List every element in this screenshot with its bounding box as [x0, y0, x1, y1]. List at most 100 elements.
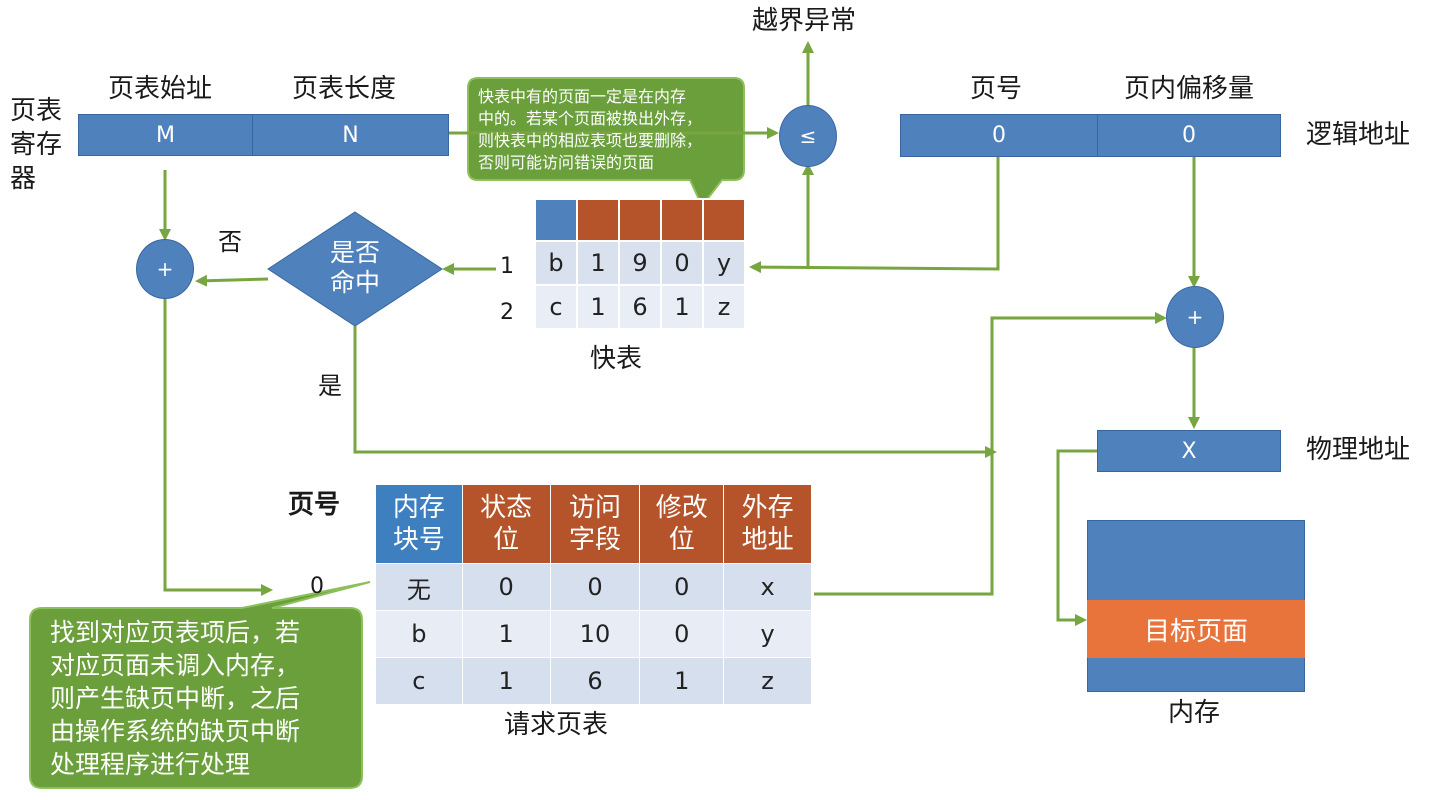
page-table-header-cell: 状态位 — [461, 484, 551, 564]
page-table-header-cell: 修改位 — [639, 484, 725, 564]
tlb-header-cell — [576, 198, 620, 242]
logical-offset-cell: 0 — [1097, 114, 1281, 157]
tlb-cell: 1 — [660, 284, 704, 330]
memory-label: 内存 — [1168, 698, 1221, 728]
fault-note-text: 找到对应页表项后，若 对应页面未调入内存， 则产生缺页中断，之后 由操作系统的缺… — [50, 616, 300, 781]
decision-no-label: 否 — [218, 228, 242, 256]
page-table-cell: 0 — [639, 563, 725, 611]
page-table-title: 请求页表 — [504, 710, 609, 740]
physical-address-cell: X — [1097, 430, 1281, 472]
page-table-cell: b — [375, 610, 463, 658]
page-table-cell: 10 — [549, 610, 641, 658]
register-label-line: 页表 — [10, 96, 63, 126]
out-of-bounds-label: 越界异常 — [752, 6, 857, 36]
page-table-cell: 0 — [639, 610, 725, 658]
page-table-start-label: 页表始址 — [108, 74, 213, 104]
tlb-cell: 1 — [576, 284, 620, 330]
page-table-cell: 1 — [461, 610, 551, 658]
register-label-line: 寄存 — [10, 130, 63, 160]
tlb-row-index: 2 — [500, 300, 514, 325]
compare-node: ≤ — [779, 105, 837, 167]
register-label-line: 器 — [10, 164, 37, 194]
header-line: 字段 — [568, 525, 621, 555]
page-table-cell: 0 — [549, 563, 641, 611]
tlb-title: 快表 — [590, 344, 643, 374]
tlb-cell: c — [534, 284, 578, 330]
fault-note-line: 处理程序进行处理 — [50, 750, 251, 779]
target-page: 目标页面 — [1087, 600, 1305, 658]
header-line: 块号 — [392, 525, 445, 555]
plus-node-right: + — [1166, 286, 1224, 348]
fault-note-bubble — [29, 581, 371, 789]
tlb-note-bubble — [467, 77, 745, 208]
tlb-row: c 1 6 1 z — [534, 284, 746, 330]
register-label: 页表 寄存 器 — [10, 94, 62, 196]
page-table-cell: y — [723, 610, 812, 658]
tlb-cell: b — [534, 240, 578, 286]
arrow-pagetable-to-merge — [814, 312, 1167, 596]
page-no-label: 页号 — [288, 490, 341, 520]
page-table-row: c 1 6 1 z — [375, 657, 812, 705]
header-line: 位 — [668, 525, 695, 555]
arrow-page-to-tlb — [749, 157, 1000, 274]
tlb-header-cell — [660, 198, 704, 242]
page-table-cell: 无 — [375, 563, 463, 611]
header-line: 访问 — [568, 492, 621, 523]
tlb-row-index: 1 — [500, 254, 514, 279]
plus-node-left: + — [136, 239, 194, 299]
page-table-length-label: 页表长度 — [292, 74, 397, 104]
tlb-cell: z — [702, 284, 746, 330]
tlb-row: b 1 9 0 y — [534, 240, 746, 286]
tlb-note-line: 中的。若某个页面被换出外存， — [478, 109, 703, 128]
page-table-row: b 1 10 0 y — [375, 610, 812, 658]
tlb-cell: y — [702, 240, 746, 286]
arrow-decision-to-plus — [195, 274, 269, 287]
tlb-header-row — [534, 198, 746, 242]
tlb-table: b 1 9 0 y c 1 6 1 z — [534, 198, 746, 330]
page-table-cell: c — [375, 657, 463, 705]
arrow-plus-to-pagetable — [163, 298, 273, 596]
decision-text-line: 是否 — [329, 238, 380, 267]
page-table-cell: x — [723, 563, 812, 611]
tlb-header-cell — [618, 198, 662, 242]
arrow-physical-to-memory — [1056, 449, 1097, 626]
page-table-header-cell: 外存地址 — [723, 484, 812, 564]
tlb-note-line: 否则可能访问错误的页面 — [478, 153, 655, 172]
page-offset-label: 页内偏移量 — [1124, 74, 1255, 104]
header-line: 位 — [493, 525, 520, 555]
header-line: 状态 — [480, 492, 533, 523]
tlb-cell: 1 — [576, 240, 620, 286]
tlb-note-line: 快表中有的页面一定是在内存 — [478, 87, 687, 106]
header-line: 修改 — [655, 492, 708, 523]
fault-note-line: 找到对应页表项后，若 — [50, 618, 301, 647]
page-number-label: 页号 — [970, 74, 1023, 104]
arrow-hit-to-merge — [353, 326, 997, 458]
fault-note-line: 则产生缺页中断，之后 — [50, 684, 301, 713]
physical-address-label: 物理地址 — [1306, 435, 1411, 465]
page-table-cell: 1 — [639, 657, 725, 705]
page-table-cell: z — [723, 657, 812, 705]
header-line: 内存 — [392, 492, 445, 523]
request-page-table: 内存块号 状态位 访问字段 修改位 外存地址 无 0 0 0 x b 1 10 … — [375, 484, 812, 705]
tlb-header-cell — [534, 198, 578, 242]
decision-text: 是否 命中 — [300, 238, 410, 298]
page-table-length-cell: N — [252, 114, 449, 156]
page-table-cell: 6 — [549, 657, 641, 705]
page-table-cell: 1 — [461, 657, 551, 705]
decision-text-line: 命中 — [329, 268, 380, 297]
page-table-header-cell: 访问字段 — [549, 484, 641, 564]
tlb-cell: 6 — [618, 284, 662, 330]
page-table-header-cell: 内存块号 — [375, 484, 463, 564]
page-table-row: 无 0 0 0 x — [375, 563, 812, 611]
page-table-cell: 0 — [461, 563, 551, 611]
tlb-cell: 9 — [618, 240, 662, 286]
fault-note-line: 由操作系统的缺页中断 — [50, 717, 301, 746]
decision-yes-label: 是 — [318, 372, 342, 400]
logical-address-label: 逻辑地址 — [1306, 120, 1411, 150]
fault-note-line: 对应页面未调入内存， — [50, 651, 301, 680]
header-line: 外存 — [741, 492, 794, 523]
page-table-start-cell: M — [78, 114, 253, 156]
tlb-note-line: 则快表中的相应表项也要删除， — [478, 131, 703, 150]
page-row-index: 0 — [310, 574, 324, 599]
